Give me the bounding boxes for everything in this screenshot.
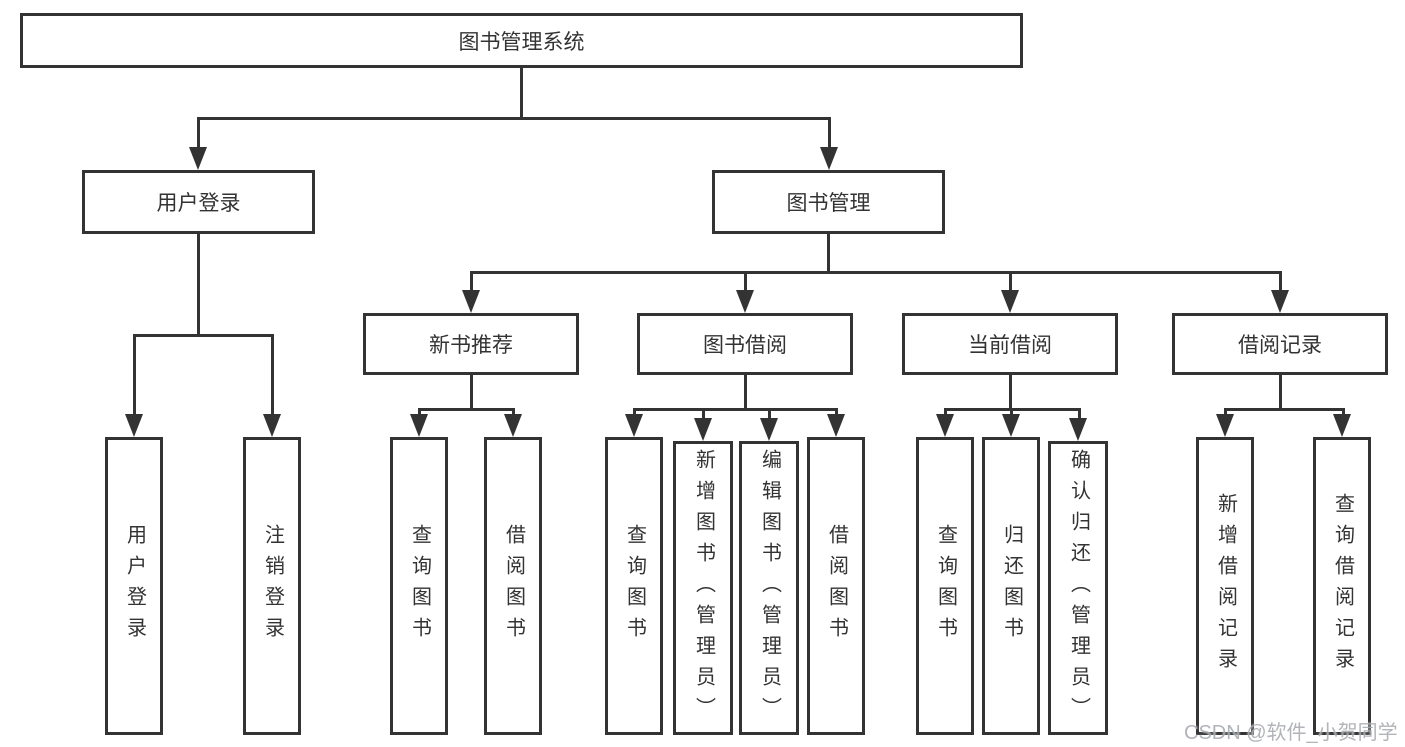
connector-line (1009, 375, 1012, 411)
arrow-down-icon (760, 418, 778, 441)
node-current-borrow: 当前借阅 (902, 313, 1118, 375)
leaf-query-books-recommend: 查询图书 (390, 437, 448, 735)
node-label: 归还图书 (1000, 524, 1023, 648)
node-borrow-records: 借阅记录 (1172, 313, 1388, 375)
arrow-down-icon (504, 414, 522, 437)
node-label: 注销登录 (261, 524, 284, 648)
leaf-return-books: 归还图书 (982, 437, 1040, 735)
leaf-add-borrow-record: 新增借阅记录 (1196, 437, 1254, 735)
leaf-edit-books-admin: 编辑图书（管理员） (739, 441, 799, 735)
connector-line (418, 408, 421, 418)
connector-line (470, 271, 473, 292)
connector-line (835, 408, 838, 418)
leaf-query-books-current: 查询图书 (916, 437, 974, 735)
connector-line (470, 375, 473, 411)
leaf-add-books-admin: 新增图书（管理员） (673, 441, 733, 735)
leaf-confirm-return-admin: 确认归还（管理员） (1048, 441, 1108, 735)
leaf-query-books-borrow: 查询图书 (605, 437, 663, 735)
arrow-down-icon (189, 147, 207, 170)
connector-line (271, 334, 274, 417)
arrow-down-icon (1271, 290, 1289, 313)
node-label: 新增图书（管理员） (692, 448, 715, 728)
node-library-management-system: 图书管理系统 (20, 13, 1023, 68)
connector-line (1224, 408, 1227, 418)
leaf-logout: 注销登录 (243, 437, 301, 735)
arrow-down-icon (410, 414, 428, 437)
arrow-down-icon (462, 290, 480, 313)
arrow-down-icon (1216, 414, 1234, 437)
node-new-book-recommend: 新书推荐 (363, 313, 579, 375)
connector-line (470, 271, 1281, 274)
connector-line (520, 68, 523, 119)
node-label: 借阅记录 (1238, 334, 1322, 357)
leaf-borrow-books-recommend: 借阅图书 (484, 437, 542, 735)
node-label: 借阅图书 (825, 524, 848, 648)
connector-line (633, 408, 838, 411)
arrow-down-icon (125, 414, 143, 437)
connector-line (768, 408, 771, 418)
node-label: 查询借阅记录 (1331, 493, 1354, 679)
arrow-down-icon (820, 147, 838, 170)
node-label: 编辑图书（管理员） (758, 448, 781, 728)
node-user-login: 用户登录 (82, 170, 315, 234)
connector-line (1279, 271, 1282, 292)
arrow-down-icon (694, 418, 712, 441)
node-book-management: 图书管理 (712, 170, 945, 234)
connector-line (744, 375, 747, 411)
connector-line (633, 408, 636, 418)
arrow-down-icon (827, 414, 845, 437)
node-label: 当前借阅 (968, 334, 1052, 357)
arrow-down-icon (625, 414, 643, 437)
node-label: 确认归还（管理员） (1067, 448, 1090, 728)
node-label: 新书推荐 (429, 334, 513, 357)
connector-line (827, 234, 830, 274)
node-label: 查询图书 (408, 524, 431, 648)
arrow-down-icon (736, 290, 754, 313)
node-label: 用户登录 (156, 192, 241, 215)
connector-line (197, 234, 200, 337)
connector-line (512, 408, 515, 418)
connector-line (1009, 271, 1012, 292)
connector-line (702, 408, 705, 418)
leaf-query-borrow-record: 查询借阅记录 (1313, 437, 1371, 735)
connector-line (133, 334, 136, 417)
connector-line (828, 117, 831, 150)
connector-line (1342, 408, 1345, 418)
leaf-borrow-books: 借阅图书 (807, 437, 865, 735)
arrow-down-icon (1002, 414, 1020, 437)
connector-line (197, 117, 200, 150)
arrow-down-icon (1001, 290, 1019, 313)
node-label: 查询图书 (934, 524, 957, 648)
csdn-watermark: CSDN @软件_小贺同学 (1184, 722, 1398, 744)
connector-line (133, 334, 274, 337)
connector-line (1010, 408, 1013, 418)
connector-line (1224, 408, 1345, 411)
node-label: 用户登录 (123, 524, 146, 648)
node-label: 图书管理系统 (458, 30, 585, 54)
connector-line (744, 271, 747, 292)
arrow-down-icon (263, 414, 281, 437)
connector-line (1279, 375, 1282, 411)
connector-line (197, 117, 831, 120)
arrow-down-icon (1333, 414, 1351, 437)
arrow-down-icon (1069, 418, 1087, 441)
node-label: 图书借阅 (703, 334, 787, 357)
node-label: 图书管理 (786, 192, 871, 215)
connector-line (1078, 408, 1081, 418)
connector-line (944, 408, 947, 418)
connector-line (418, 408, 515, 411)
arrow-down-icon (936, 414, 954, 437)
leaf-user-login: 用户登录 (105, 437, 163, 735)
node-label: 新增借阅记录 (1214, 493, 1237, 679)
node-book-borrow: 图书借阅 (637, 313, 853, 375)
node-label: 借阅图书 (502, 524, 525, 648)
node-label: 查询图书 (623, 524, 646, 648)
